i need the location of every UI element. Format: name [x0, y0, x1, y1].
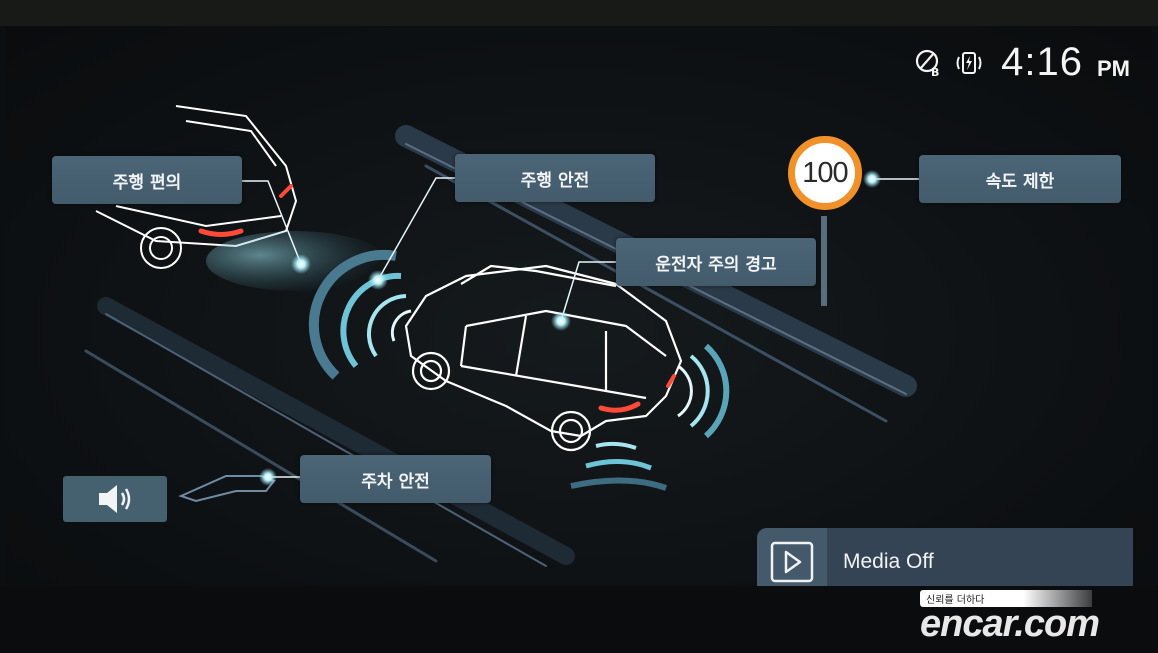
- tail-light: [198, 228, 244, 237]
- main-car-outline: [404, 264, 683, 452]
- play-icon: [770, 541, 814, 583]
- media-status-label: Media Off: [843, 550, 934, 573]
- wireless-charging-icon: [956, 51, 982, 74]
- bezel-top: [0, 0, 1158, 26]
- status-bar: B 4:16 PM: [913, 40, 1130, 85]
- driving-safety-label: 주행 안전: [520, 170, 590, 191]
- connector-lines: [242, 177, 919, 478]
- watermark: 신뢰를 더하다 encar.com: [920, 588, 1100, 646]
- hotspot-dots: [259, 170, 881, 486]
- tail-light: [598, 401, 641, 413]
- speed-limit-label: 속도 제한: [985, 171, 1055, 192]
- parking-safety-button[interactable]: 주차 안전: [300, 455, 491, 503]
- speed-limit-value: 100: [802, 156, 848, 189]
- parking-p-icon: [178, 475, 276, 503]
- media-play-button[interactable]: [757, 528, 827, 586]
- sign-pole: [821, 216, 827, 306]
- bluetooth-off-icon: B: [916, 49, 940, 78]
- media-widget[interactable]: Media Off: [757, 528, 1133, 586]
- sensor-waves-rear: [570, 441, 667, 491]
- driving-safety-button[interactable]: 주행 안전: [455, 154, 655, 202]
- clock-ampm: PM: [1097, 55, 1130, 81]
- parking-safety-label: 주차 안전: [361, 471, 430, 492]
- svg-text:B: B: [931, 66, 939, 78]
- clock-time: 4:16: [1001, 40, 1083, 84]
- adas-scene-graphic: [84, 105, 919, 567]
- front-car-outline: [95, 105, 298, 269]
- speed-limit-button[interactable]: 속도 제한: [919, 155, 1121, 203]
- driver-attention-warning-label: 운전자 주의 경고: [655, 254, 777, 275]
- sound-button[interactable]: [63, 476, 167, 522]
- adas-screen: B 4:16 PM 주행 편의 주행 안전 운전자 주의 경고 속도 제한 주차…: [6, 26, 1152, 586]
- driver-attention-warning-button[interactable]: 운전자 주의 경고: [616, 238, 816, 286]
- speed-limit-sign: 100: [788, 136, 862, 210]
- speaker-icon: [99, 485, 131, 513]
- driving-convenience-button[interactable]: 주행 편의: [52, 156, 242, 204]
- driving-convenience-label: 주행 편의: [112, 172, 182, 193]
- sensor-waves-right: [677, 343, 730, 439]
- watermark-logo: encar.com: [920, 603, 1100, 645]
- watermark-tagline: 신뢰를 더하다: [920, 590, 1092, 607]
